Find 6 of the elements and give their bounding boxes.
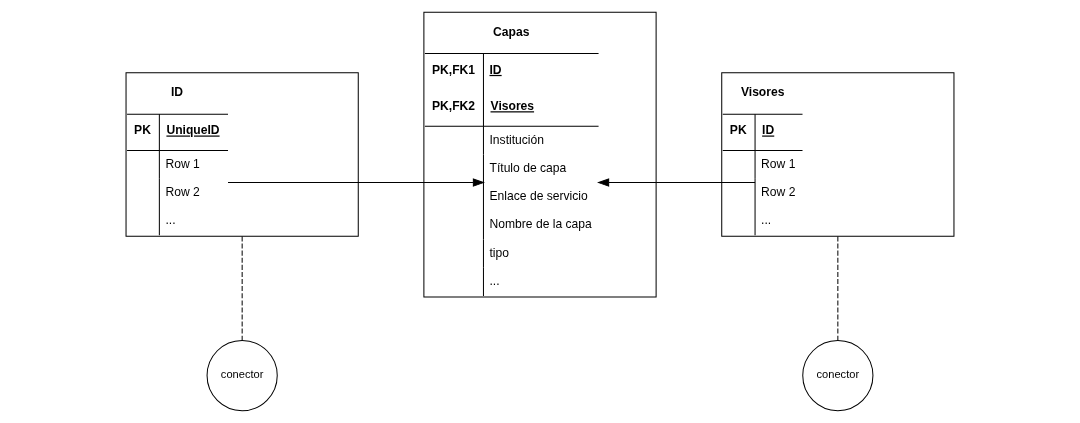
node-circle: conector: [206, 339, 278, 412]
node-circle: conector: [802, 339, 874, 412]
arrow: [597, 178, 756, 187]
connector: [241, 236, 243, 341]
connector: [837, 236, 839, 341]
arrow: [227, 178, 485, 187]
